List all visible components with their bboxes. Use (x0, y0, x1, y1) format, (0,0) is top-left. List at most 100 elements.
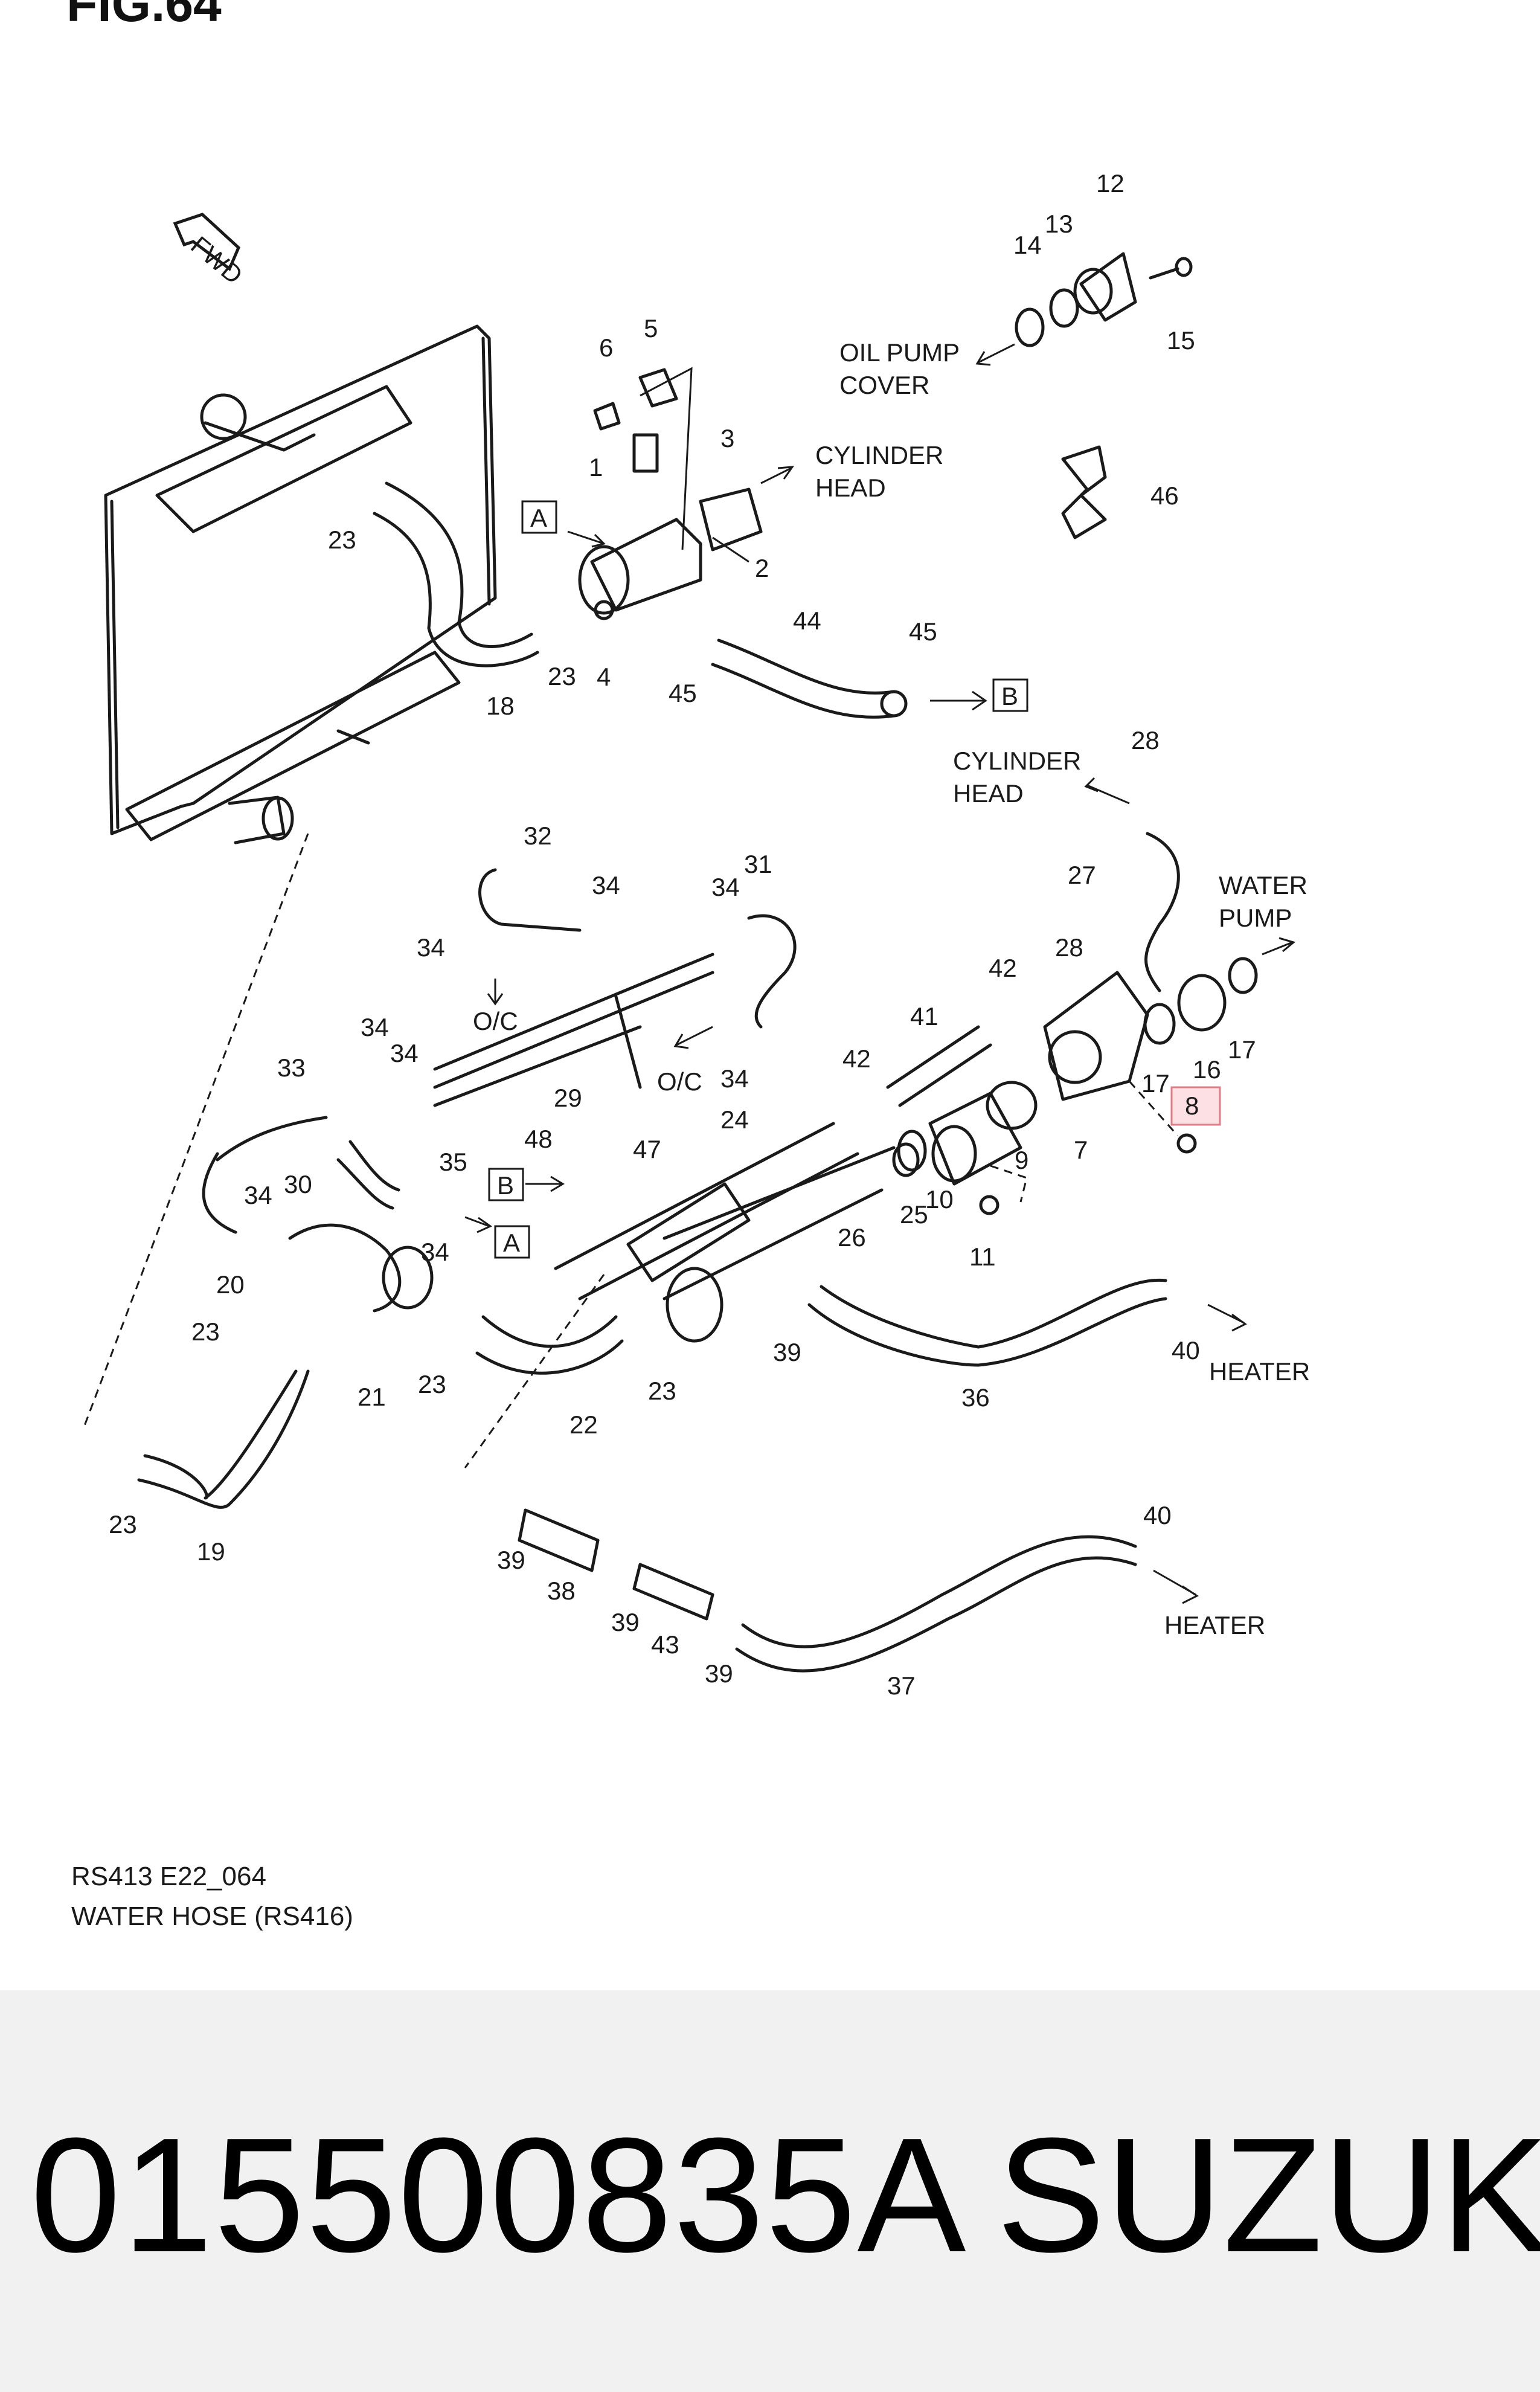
part-number: 36 (961, 1383, 990, 1412)
hose-44-inner (711, 663, 896, 719)
part-number: 39 (611, 1608, 640, 1636)
part-number: 21 (358, 1383, 386, 1411)
leader-22-38 (464, 1274, 605, 1468)
leader-radiator-19 (83, 833, 309, 1426)
part-number: 48 (524, 1125, 553, 1153)
part-number: 12 (1096, 169, 1125, 198)
part-number: 14 (1013, 231, 1042, 259)
part-number: 30 (284, 1170, 312, 1198)
diagram-caption-title: WATER HOSE (RS416) (71, 1902, 353, 1931)
ref-b2: B (497, 1171, 514, 1200)
part-number: 23 (648, 1377, 676, 1405)
part-number: 23 (418, 1370, 446, 1398)
part-number: 23 (548, 662, 576, 690)
part-number: 17 (1228, 1035, 1256, 1064)
brand-name: SUZUKI (996, 2104, 1540, 2286)
part-number: 32 (524, 821, 552, 850)
part-code-band (0, 1990, 1540, 2392)
part-number: 34 (421, 1238, 449, 1266)
part-number: 17 (1141, 1069, 1170, 1098)
part-number: 45 (669, 679, 697, 707)
radiator-drawing (104, 324, 497, 844)
fwd-arrow-icon: FWD (173, 213, 248, 289)
part-number: 10 (925, 1185, 954, 1214)
part-number: 38 (547, 1577, 576, 1605)
part-number: 19 (197, 1537, 225, 1566)
diagram-caption-code: RS413 E22_064 (71, 1862, 266, 1891)
part-number: 25 (900, 1200, 928, 1229)
part-number: 34 (720, 1064, 749, 1093)
part-number: 29 (554, 1084, 582, 1112)
part-number: 1 (589, 453, 603, 481)
water-inlet-drawing (886, 957, 1258, 1215)
part-number: 24 (720, 1105, 749, 1134)
water-outlet-drawing (1015, 252, 1193, 347)
hose-44-end (880, 690, 908, 718)
part-number: 27 (1068, 861, 1096, 889)
part-number: 26 (838, 1223, 866, 1252)
part-number: 34 (390, 1039, 419, 1067)
oil-pump-cover-label-1: OIL PUMP (839, 338, 960, 367)
part-number: 39 (773, 1338, 801, 1366)
part-number: 16 (1193, 1055, 1221, 1084)
part-number: 28 (1131, 726, 1160, 754)
part-number: 15 (1167, 326, 1195, 355)
part-number: 39 (497, 1546, 525, 1574)
heater-label-2: HEATER (1164, 1611, 1265, 1639)
ref-box-b1 (992, 678, 1028, 712)
part-number: 20 (216, 1270, 245, 1299)
lower-hoses-drawing (137, 1116, 1167, 1673)
heater-label-1: HEATER (1209, 1357, 1310, 1386)
part-number: 5 (644, 314, 658, 342)
part-number: 41 (910, 1002, 938, 1030)
part-number: 33 (277, 1053, 306, 1082)
figure-title: FIG.64 (66, 0, 222, 32)
part-number: 34 (361, 1013, 389, 1041)
part-8-number: 8 (1185, 1092, 1199, 1120)
arrows (464, 343, 1296, 1604)
oil-pump-cover-label-2: COVER (839, 371, 929, 399)
part-number: 47 (633, 1135, 661, 1163)
part-number: 28 (1055, 933, 1083, 962)
hose-18-drawing (385, 481, 533, 648)
part-number: 9 (1015, 1146, 1028, 1174)
part-number: 46 (1150, 481, 1179, 510)
part-number: 42 (989, 954, 1017, 982)
part-number: 31 (744, 850, 772, 878)
part-number: 40 (1172, 1336, 1200, 1365)
water-pump-label-2: PUMP (1219, 904, 1292, 932)
part-number: 2 (755, 554, 769, 582)
pipe-24-assembly-drawing (554, 1122, 920, 1343)
leader-8 (1128, 1081, 1179, 1136)
part-number: 37 (887, 1671, 916, 1700)
ref-box-a1 (521, 500, 557, 534)
part-numbers: 1 2 3 4 5 6 7 8 9 10 11 12 13 14 15 16 1… (109, 169, 1256, 1700)
parts-diagram: FWD (83, 169, 1310, 1700)
part-number: 13 (1045, 210, 1073, 238)
part-number: 34 (244, 1181, 272, 1209)
part-number: 34 (711, 873, 740, 901)
water-pump-label-1: WATER (1219, 871, 1307, 899)
part-code: 015500835A (30, 2104, 967, 2286)
part-number: 23 (109, 1510, 137, 1538)
part-number: 34 (417, 933, 445, 962)
ref-box-b2 (488, 1168, 524, 1201)
part-number: 42 (842, 1044, 871, 1073)
diagram-panel: FIG.64 FWD (66, 0, 1311, 1931)
part-number: 35 (439, 1148, 467, 1176)
hose-27-drawing (1144, 832, 1180, 992)
oc-label-2: O/C (657, 1067, 702, 1096)
hose-44-drawing (717, 638, 896, 695)
part-number: 40 (1143, 1501, 1172, 1529)
oil-cooler-pipes-drawing (433, 868, 797, 1107)
oc-label-1: O/C (473, 1007, 518, 1035)
part-8-highlight (1170, 1086, 1221, 1126)
part-number: 34 (592, 871, 620, 899)
part-number: 43 (651, 1630, 679, 1659)
part-number: 44 (793, 606, 821, 635)
part-number: 6 (599, 333, 613, 362)
clip-46-drawing (1061, 445, 1107, 539)
ref-a2: A (503, 1229, 520, 1257)
part-number: 4 (597, 663, 611, 691)
hose-18-inner (373, 512, 539, 667)
